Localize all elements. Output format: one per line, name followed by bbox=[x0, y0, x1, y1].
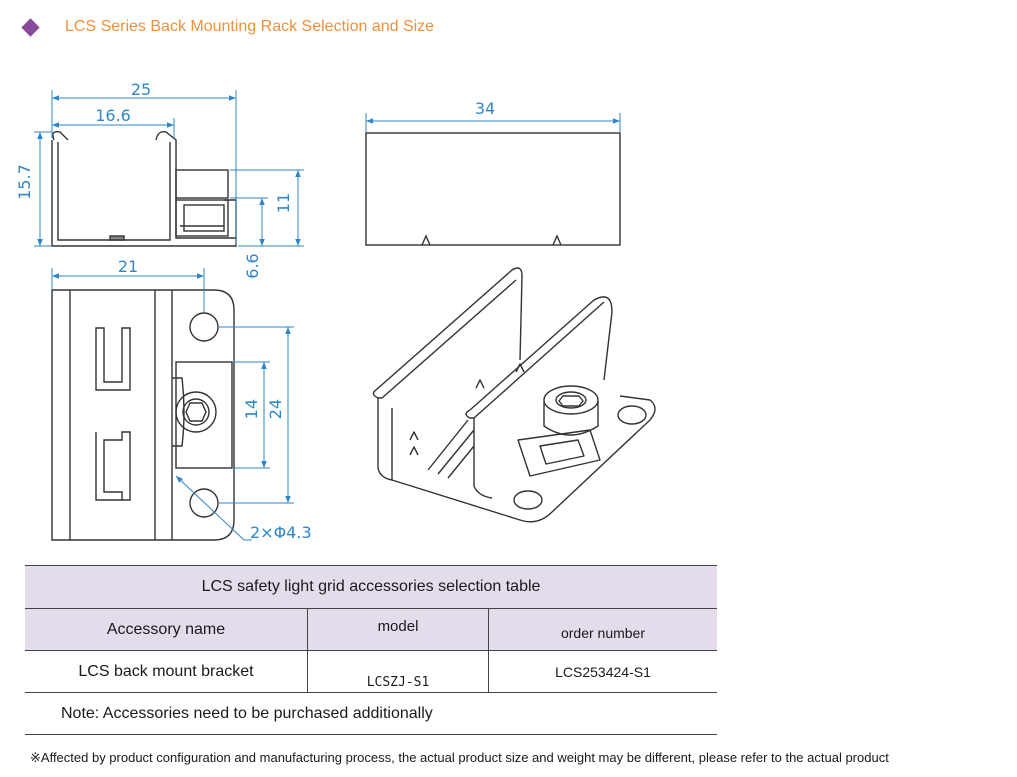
dim-hole: 2×Φ4.3 bbox=[250, 523, 312, 542]
table-header-row: Accessory name model order number bbox=[25, 609, 717, 651]
dim-25: 25 bbox=[131, 80, 151, 99]
dim-14: 14 bbox=[242, 399, 261, 419]
table-note: Note: Accessories need to be purchased a… bbox=[25, 693, 717, 735]
dim-21: 21 bbox=[118, 257, 138, 276]
isometric-view bbox=[372, 267, 656, 523]
side-view-dimensions bbox=[34, 90, 304, 247]
section-header: LCS Series Back Mounting Rack Selection … bbox=[21, 14, 435, 40]
dim-6-6: 6.6 bbox=[243, 253, 262, 278]
header-accessory-name: Accessory name bbox=[25, 609, 308, 650]
technical-drawing: 25 16.6 15.7 11 6.6 34 bbox=[15, 80, 656, 542]
cell-model: LCSZJ-S1 bbox=[308, 651, 489, 692]
header-order-number: order number bbox=[560, 625, 646, 641]
cell-order-number: LCS253424-S1 bbox=[555, 663, 651, 680]
table-title: LCS safety light grid accessories select… bbox=[25, 565, 717, 609]
dim-24: 24 bbox=[266, 399, 285, 419]
header-model: model bbox=[308, 609, 489, 650]
table-row: LCS back mount bracket LCSZJ-S1 LCS25342… bbox=[25, 651, 717, 693]
dim-15-7: 15.7 bbox=[15, 164, 34, 200]
dim-11: 11 bbox=[274, 193, 293, 213]
dim-16-6: 16.6 bbox=[95, 106, 131, 125]
side-view bbox=[51, 130, 237, 247]
cell-accessory-name: LCS back mount bracket bbox=[25, 651, 308, 692]
top-view bbox=[51, 289, 235, 541]
section-title: LCS Series Back Mounting Rack Selection … bbox=[65, 18, 435, 35]
dim-34: 34 bbox=[475, 99, 495, 118]
front-view bbox=[365, 132, 621, 246]
footnote: ※Affected by product configuration and m… bbox=[30, 750, 889, 765]
selection-table: LCS safety light grid accessories select… bbox=[25, 565, 717, 735]
top-view-dimensions bbox=[51, 268, 294, 541]
front-view-dimensions bbox=[365, 113, 621, 132]
